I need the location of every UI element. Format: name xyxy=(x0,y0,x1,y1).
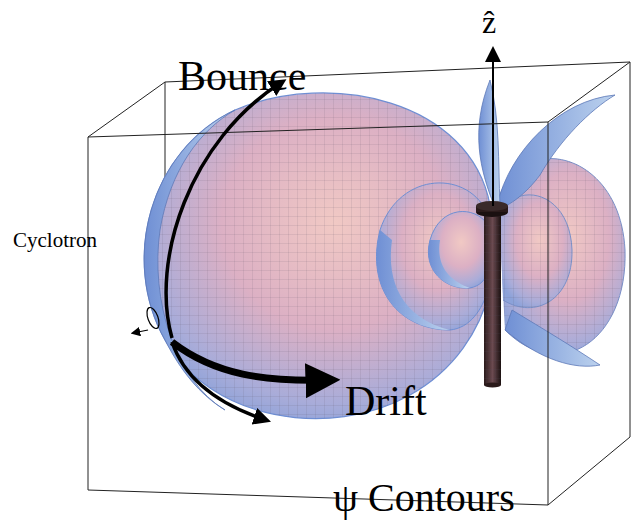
motion-label: Cyclotron xyxy=(13,230,97,251)
motion-label: Drift xyxy=(345,380,427,422)
figure-label: ψ Contours xyxy=(333,478,515,518)
motion-label: Bounce xyxy=(178,55,306,97)
axis-label: ẑ xyxy=(482,6,496,38)
